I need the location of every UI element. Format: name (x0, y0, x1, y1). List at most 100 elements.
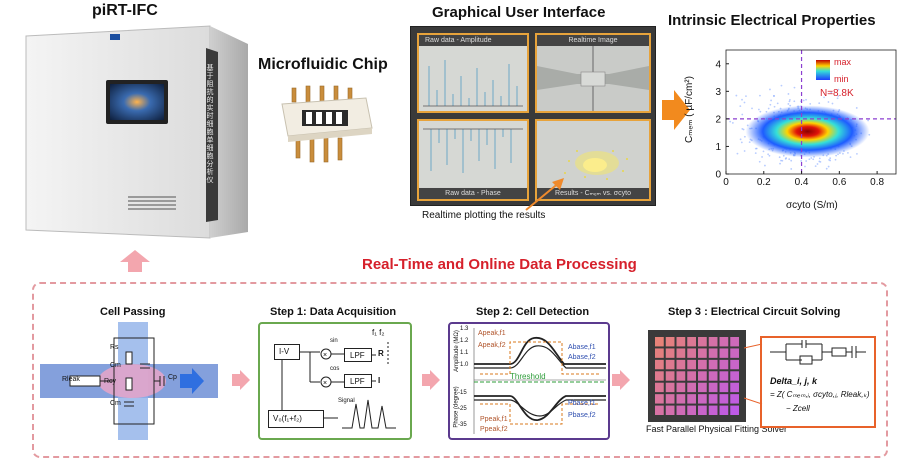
scatter-point (808, 158, 811, 161)
detection-plot (473, 328, 606, 434)
scatter-point (741, 113, 744, 116)
detection-box: Threshold Apeak,f1 Apeak,f2 Abase,f1 Aba… (448, 322, 610, 440)
count-annotation: N=8.8K (820, 88, 854, 99)
scatter-point (829, 159, 832, 162)
caption-pointer-arrow (525, 178, 564, 211)
scatter-point (825, 167, 828, 170)
solver-cell (698, 394, 707, 404)
solver-cell (665, 359, 675, 370)
gui-panel-label: Raw data - Phase (419, 188, 527, 199)
x-tick-label: 0.2 (757, 177, 771, 188)
cell-passing-diagram: Rleak Rs Rcy Cm Cm Cp (40, 322, 218, 440)
scatter-point (805, 160, 808, 162)
scatter-point (735, 94, 738, 97)
step-title-acquisition: Step 1: Data Acquisition (270, 306, 397, 318)
scatter-point (810, 157, 813, 159)
solver-cell (698, 371, 707, 381)
solver-cell (676, 371, 686, 381)
scatter-point (755, 147, 758, 150)
solver-cell (687, 359, 696, 370)
cos-label: cos (330, 366, 340, 372)
label-cp: Cp (168, 374, 177, 381)
step-title-solver: Step 3 : Electrical Circuit Solving (668, 306, 841, 318)
scatter-point (739, 105, 742, 108)
gui-panel-results[interactable]: Results - Cₘₑₘ vs. σcyto (535, 119, 651, 201)
solver-cell (665, 382, 675, 393)
solver-cell (665, 337, 675, 347)
scatter-point (823, 96, 825, 99)
solver-cell (698, 405, 707, 415)
p-peak2-label: Ppeak,f2 (480, 426, 508, 433)
scatter-point (837, 95, 840, 97)
scatter-point (779, 162, 781, 165)
device-illustration (25, 25, 248, 239)
threshold-label: Threshold (510, 372, 546, 381)
scatter-point (768, 154, 771, 157)
x-tick-label: 0.6 (832, 177, 846, 188)
scatter-point (751, 107, 753, 110)
scatter-point (740, 141, 743, 144)
lpf-block-2: LPF (344, 374, 372, 388)
tick-top-1: 1.3 (460, 326, 469, 332)
scatter-point (764, 164, 766, 167)
solver-cell (730, 382, 739, 393)
scatter-point (855, 107, 858, 109)
scatter-point (741, 98, 743, 101)
scatter-point (767, 153, 770, 156)
acquisition-box: I-V LPF LPF R I f₁ f₂ sin cos V₀(f₁+f₂) … (258, 322, 412, 440)
x-tick-label: 0.4 (795, 177, 809, 188)
solver-cell (687, 337, 696, 347)
scatter-point (736, 152, 739, 155)
device-side-text: 基于阻抗的实时细胞单细胞分析仪 (206, 64, 213, 184)
solver-cell (665, 394, 675, 404)
solver-cell (708, 359, 718, 370)
chip-illustration (281, 85, 373, 163)
solver-cell (676, 394, 686, 404)
gui-panel-phase[interactable]: Raw data - Phase (417, 119, 529, 201)
solver-cell (708, 337, 718, 347)
scatter-point (800, 160, 803, 162)
scatter-point (776, 102, 779, 105)
solver-cell (719, 405, 729, 415)
label-rs: Rs (110, 344, 119, 351)
scatter-point (788, 100, 791, 103)
scatter-point (827, 101, 830, 103)
scatter-point (827, 165, 830, 168)
tick-top-4: 1.0 (460, 362, 469, 368)
gui-panel-realtime-image[interactable]: Realtime Image (535, 33, 651, 113)
solver-cell (698, 382, 707, 393)
label-cm-top: Cm (110, 362, 121, 369)
a-base-label: Abase,f1 (568, 344, 596, 351)
label-rleak: Rleak (62, 376, 80, 383)
a-peak-label: Apeak,f1 (478, 330, 506, 337)
scatter-point (780, 84, 783, 87)
gui-results-plot (537, 121, 649, 189)
processing-frame (32, 282, 888, 458)
scatter-point (769, 88, 771, 91)
scatter-point (816, 163, 819, 165)
solver-cell (719, 337, 729, 347)
scatter-point (842, 152, 844, 155)
scatter-point (818, 102, 821, 105)
scatter-point (743, 101, 746, 104)
scatter-point (819, 160, 822, 163)
scatter-point (770, 99, 772, 102)
solver-cell (719, 394, 729, 404)
solver-cell (708, 382, 718, 393)
scatter-point (809, 102, 812, 105)
device-title: piRT-IFC (92, 2, 158, 19)
solver-cell (730, 371, 739, 381)
acquisition-wires: ×× (281, 342, 396, 429)
signal-label: Signal (338, 398, 355, 404)
scatter-point (729, 120, 732, 123)
gui-panel-amplitude[interactable]: Raw data - Amplitude (417, 33, 529, 113)
feedback-arrow (120, 250, 150, 272)
amplitude-axis-label: Amplitude (MΩ) (453, 330, 460, 372)
scatter-point (754, 152, 757, 155)
y-axis-label: Cₘₑₘ ( µF/cm²) (683, 76, 695, 143)
scatter-point (814, 165, 817, 168)
scatter-point (831, 102, 834, 105)
scatter-point (787, 93, 790, 95)
solver-cell (698, 359, 707, 370)
